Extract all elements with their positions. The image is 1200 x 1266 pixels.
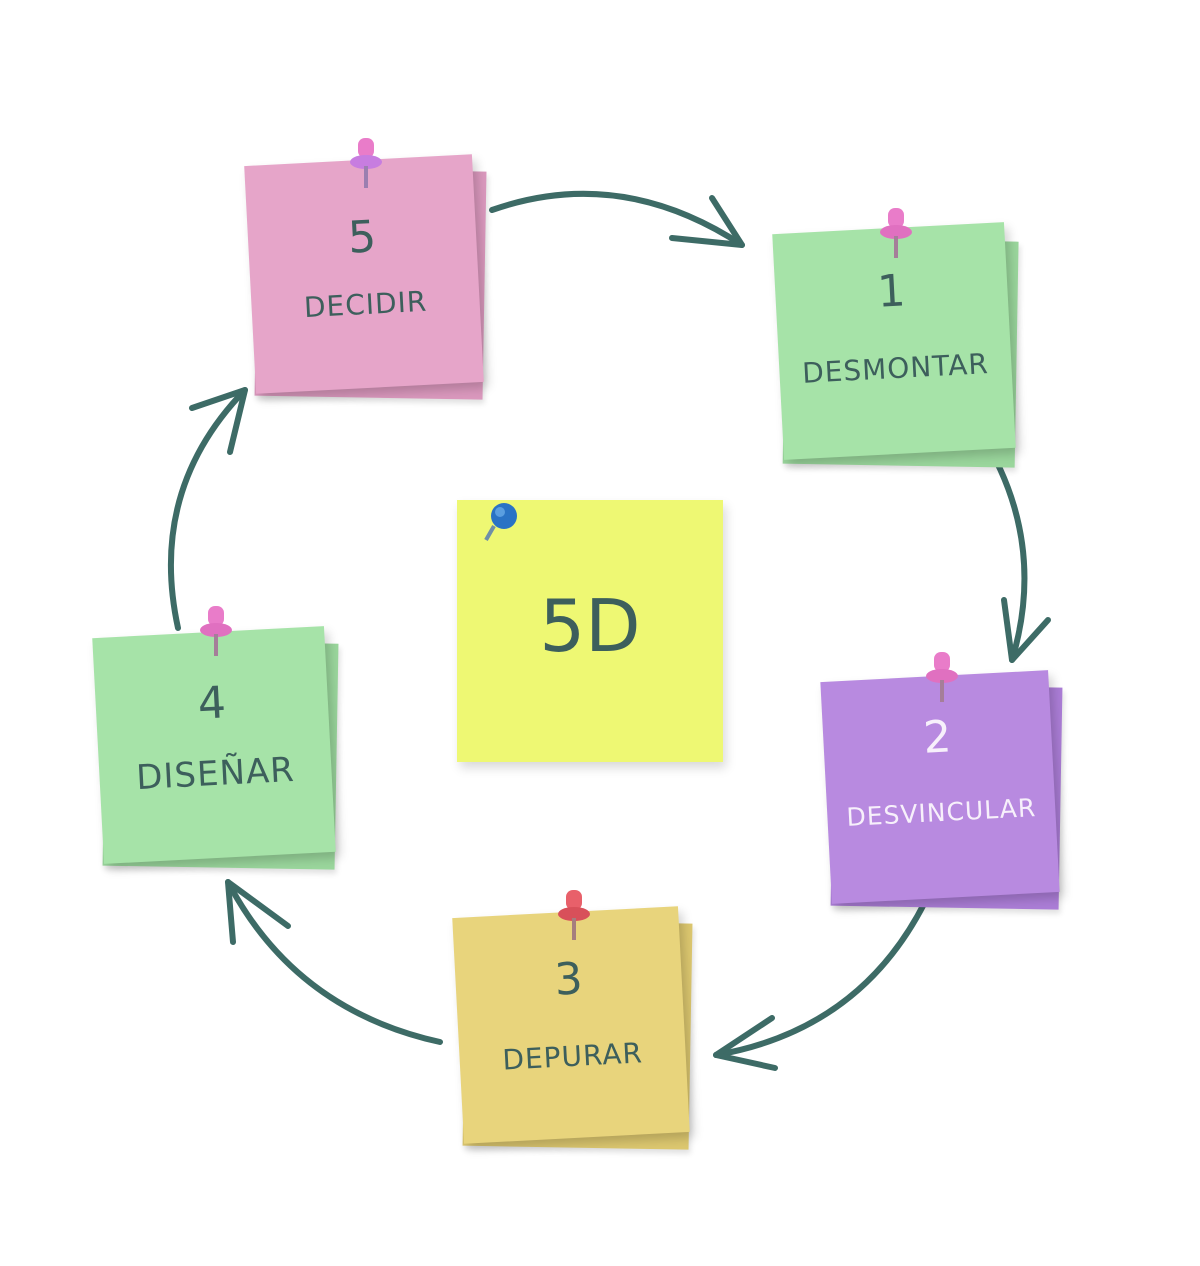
arrow-decidir-to-desmontar <box>489 190 745 248</box>
arrow-head-desvincular-to-depurar <box>713 1015 778 1071</box>
arrow-head-depurar-to-disenar <box>225 879 291 945</box>
arrow-head-disenar-to-decidir <box>189 387 248 455</box>
step-note-disenar: 4 DISEÑAR <box>92 626 339 870</box>
arrow-depurar-to-disenar <box>225 879 443 1045</box>
arrow-head-desmontar-to-desvincular <box>1001 597 1051 663</box>
push-pin-icon <box>350 138 382 188</box>
push-pin-icon <box>200 606 232 656</box>
push-pin-icon <box>558 890 590 940</box>
arrow-desvincular-to-depurar <box>713 899 928 1058</box>
push-pin-icon <box>484 503 517 541</box>
arrow-head-decidir-to-desmontar <box>669 195 745 248</box>
center-title: 5D <box>539 584 641 668</box>
center-note: 5D <box>457 500 723 762</box>
push-pin-icon <box>880 208 912 258</box>
push-pin-icon <box>926 652 958 702</box>
arrow-disenar-to-decidir <box>167 387 248 631</box>
